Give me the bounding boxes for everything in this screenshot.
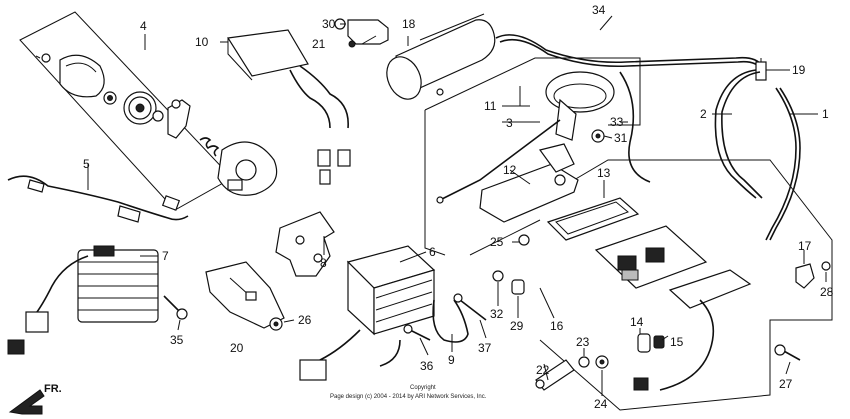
callout-30: 30: [322, 17, 336, 31]
callout-25: 25: [490, 235, 504, 249]
callout-4: 4: [140, 19, 147, 33]
part-13-control-unit: [546, 197, 752, 391]
part-6-regulator: [299, 245, 436, 381]
callout-10: 10: [195, 35, 209, 49]
part-15-grommet: [653, 335, 665, 349]
part-34-hose: [495, 34, 763, 71]
outline-control-unit-group: [539, 159, 833, 411]
part-28-clip: [821, 261, 831, 271]
callout-37: 37: [478, 341, 492, 355]
callout-5: 5: [83, 157, 90, 171]
part-25-washer: [518, 234, 530, 246]
actuator-cover: [59, 54, 105, 98]
leader-lines: [87, 15, 827, 396]
copyright-notice: Copyright Page design (c) 2004 - 2014 by…: [330, 385, 487, 400]
part-23-ring: [578, 356, 590, 368]
callout-32: 32: [490, 307, 504, 321]
copyright-line-2: Page design (c) 2004 - 2014 by ARI Netwo…: [330, 394, 487, 400]
callout-22: 22: [536, 363, 550, 377]
part-31-nut: [591, 129, 605, 143]
callout-12: 12: [503, 163, 517, 177]
cover-screw: [41, 53, 51, 63]
callout-35: 35: [170, 333, 184, 347]
callout-2: 2: [700, 107, 707, 121]
part-8-bracket: [275, 211, 335, 277]
outline-valve-group: [424, 57, 641, 126]
arrow-left-icon: [8, 389, 45, 415]
callout-36: 36: [420, 359, 434, 373]
callout-7: 7: [162, 249, 169, 263]
part-7-regulator: [7, 245, 159, 355]
part-18-vacuum-tank: [386, 13, 496, 100]
callout-26: 26: [298, 313, 312, 327]
outline-valve-group-lower: [424, 110, 446, 256]
part-4-actuator-assembly: [35, 53, 278, 196]
callout-11: 11: [484, 99, 497, 113]
part-37-bolt: [453, 293, 487, 321]
part-14-grommet: [637, 333, 651, 353]
callout-28: 28: [820, 285, 834, 299]
part-1-hose: [765, 87, 801, 241]
direction-label: FR.: [44, 383, 62, 395]
callout-19: 19: [792, 63, 806, 77]
callout-18: 18: [402, 17, 416, 31]
copyright-line-1: Copyright: [410, 385, 436, 391]
part-10-module: [226, 29, 351, 185]
part-20-bracket: [205, 261, 285, 329]
part-3-valve: [436, 71, 615, 204]
return-spring: [199, 137, 220, 157]
part-2-hose: [714, 69, 763, 199]
callout-29: 29: [510, 319, 524, 333]
part-35-screw: [163, 295, 188, 320]
actuator-lever: [167, 99, 191, 139]
callout-21: 21: [312, 37, 326, 51]
part-22-sensor: [535, 359, 575, 391]
callout-13: 13: [597, 166, 611, 180]
part-24-seal: [595, 355, 609, 369]
part-26-nut: [269, 317, 283, 331]
callout-15: 15: [670, 335, 684, 349]
callouts: 1 2 3 4 5 6 7 8 9 10 11 12 13 14 15 16 1…: [83, 3, 834, 411]
callout-17: 17: [798, 239, 812, 253]
outline-connector: [469, 219, 541, 256]
part-36-bolt: [403, 324, 431, 341]
callout-1: 1: [822, 107, 829, 121]
callout-20: 20: [230, 341, 244, 355]
part-27-screw: [774, 344, 801, 361]
part-29-grommet: [511, 279, 525, 295]
callout-8: 8: [320, 256, 327, 270]
callout-6: 6: [429, 245, 436, 259]
callout-3: 3: [506, 116, 513, 130]
part-9-clamp: [432, 299, 469, 343]
part-21-bracket: [347, 19, 389, 48]
callout-16: 16: [550, 319, 564, 333]
part-12-bracket: [479, 143, 579, 223]
callout-14: 14: [630, 315, 644, 329]
callout-34: 34: [592, 3, 606, 17]
callout-27: 27: [779, 377, 793, 391]
callout-23: 23: [576, 335, 590, 349]
part-32-washer: [492, 270, 504, 282]
callout-31: 31: [614, 131, 628, 145]
part-19-joint: [755, 58, 767, 81]
callout-9: 9: [448, 353, 455, 367]
callout-24: 24: [594, 397, 608, 411]
part-17-clip: [795, 263, 815, 289]
callout-33: 33: [610, 115, 624, 129]
front-direction-indicator: FR.: [8, 383, 62, 415]
part-33-hose: [619, 71, 651, 183]
part-5-cable: [7, 175, 189, 223]
